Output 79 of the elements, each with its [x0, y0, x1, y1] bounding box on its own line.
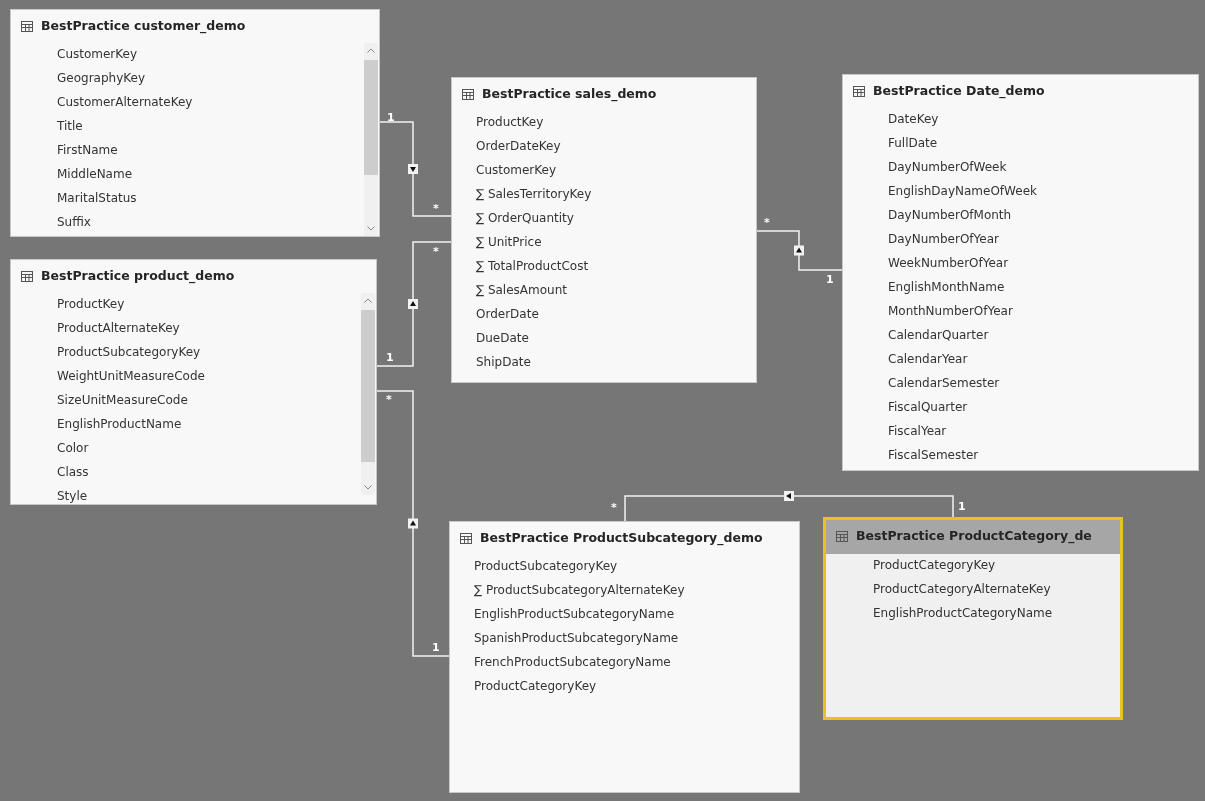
- relationship-line: [756, 230, 843, 271]
- field-name: Suffix: [57, 215, 91, 229]
- field-name: CalendarQuarter: [888, 328, 989, 342]
- field-name: ShipDate: [476, 355, 531, 369]
- field-name: ProductCategoryAlternateKey: [873, 582, 1051, 596]
- field-name: ∑ OrderQuantity: [476, 211, 574, 225]
- field-name: CustomerKey: [476, 163, 557, 177]
- cardinality-label: 1: [958, 500, 966, 513]
- table-name: BestPractice customer_demo: [41, 18, 246, 33]
- table-name: BestPractice ProductCategory_de: [856, 528, 1092, 543]
- field-name: ProductCategoryKey: [474, 679, 597, 693]
- field-name: WeekNumberOfYear: [888, 256, 1009, 270]
- field-name: SizeUnitMeasureCode: [57, 393, 188, 407]
- cardinality-label: *: [433, 245, 439, 258]
- field-name: ProductKey: [476, 115, 544, 129]
- field-name: ProductKey: [57, 297, 125, 311]
- cardinality-label: *: [611, 501, 617, 514]
- table-name: BestPractice ProductSubcategory_demo: [480, 530, 763, 545]
- field-name: Class: [57, 465, 89, 479]
- field-name: FiscalQuarter: [888, 400, 968, 414]
- relationship-line: [379, 121, 452, 217]
- field-name: EnglishProductSubcategoryName: [474, 607, 675, 621]
- cardinality-label: *: [386, 393, 392, 406]
- cardinality-label: *: [433, 202, 439, 215]
- table-card: [451, 77, 757, 383]
- field-name: ProductSubcategoryKey: [474, 559, 618, 573]
- field-name: OrderDateKey: [476, 139, 561, 153]
- table-name: BestPractice Date_demo: [873, 83, 1045, 98]
- field-name: ProductCategoryKey: [873, 558, 996, 572]
- field-name: CustomerKey: [57, 47, 138, 61]
- table-card: [449, 521, 800, 793]
- field-name: EnglishMonthName: [888, 280, 1005, 294]
- field-name: OrderDate: [476, 307, 539, 321]
- field-name: CustomerAlternateKey: [57, 95, 193, 109]
- field-name: GeographyKey: [57, 71, 145, 85]
- field-name: SpanishProductSubcategoryName: [474, 631, 679, 645]
- field-name: DueDate: [476, 331, 529, 345]
- field-name: EnglishProductName: [57, 417, 182, 431]
- cardinality-label: 1: [432, 641, 440, 654]
- field-name: MiddleName: [57, 167, 133, 181]
- field-name: CalendarYear: [888, 352, 968, 366]
- field-name: ProductSubcategoryKey: [57, 345, 201, 359]
- cardinality-label: 1: [826, 273, 834, 286]
- field-name: FiscalSemester: [888, 448, 979, 462]
- field-name: WeightUnitMeasureCode: [57, 369, 205, 383]
- field-name: ∑ TotalProductCost: [476, 259, 589, 273]
- field-name: FirstName: [57, 143, 118, 157]
- field-name: FiscalYear: [888, 424, 947, 438]
- field-name: EnglishProductCategoryName: [873, 606, 1053, 620]
- relationship-line: [376, 241, 452, 367]
- field-name: ProductAlternateKey: [57, 321, 180, 335]
- cardinality-label: 1: [387, 111, 395, 124]
- cardinality-label: *: [764, 216, 770, 229]
- field-name: MaritalStatus: [57, 191, 137, 205]
- cardinality-label: 1: [386, 351, 394, 364]
- relationship-line: [624, 491, 954, 522]
- field-name: ∑ UnitPrice: [476, 235, 542, 249]
- table-card: [842, 74, 1199, 471]
- field-name: EnglishDayNameOfWeek: [888, 184, 1037, 198]
- field-name: FullDate: [888, 136, 938, 150]
- field-name: DayNumberOfMonth: [888, 208, 1012, 222]
- field-name: FrenchProductSubcategoryName: [474, 655, 671, 669]
- field-name: Title: [57, 119, 83, 133]
- field-name: MonthNumberOfYear: [888, 304, 1013, 318]
- field-name: CalendarSemester: [888, 376, 1000, 390]
- table-name: BestPractice product_demo: [41, 268, 235, 283]
- field-name: DayNumberOfYear: [888, 232, 999, 246]
- relationship-line: [376, 390, 450, 657]
- field-name: DayNumberOfWeek: [888, 160, 1007, 174]
- field-name: DateKey: [888, 112, 939, 126]
- table-card: [10, 259, 377, 505]
- table-card: [10, 9, 380, 237]
- field-name: ∑ SalesAmount: [476, 283, 567, 297]
- table-card: [823, 517, 1123, 720]
- table-name: BestPractice sales_demo: [482, 86, 657, 101]
- field-name: Style: [57, 489, 88, 503]
- field-name: Color: [57, 441, 89, 455]
- field-name: ∑ ProductSubcategoryAlternateKey: [474, 583, 685, 597]
- field-name: ∑ SalesTerritoryKey: [476, 187, 592, 201]
